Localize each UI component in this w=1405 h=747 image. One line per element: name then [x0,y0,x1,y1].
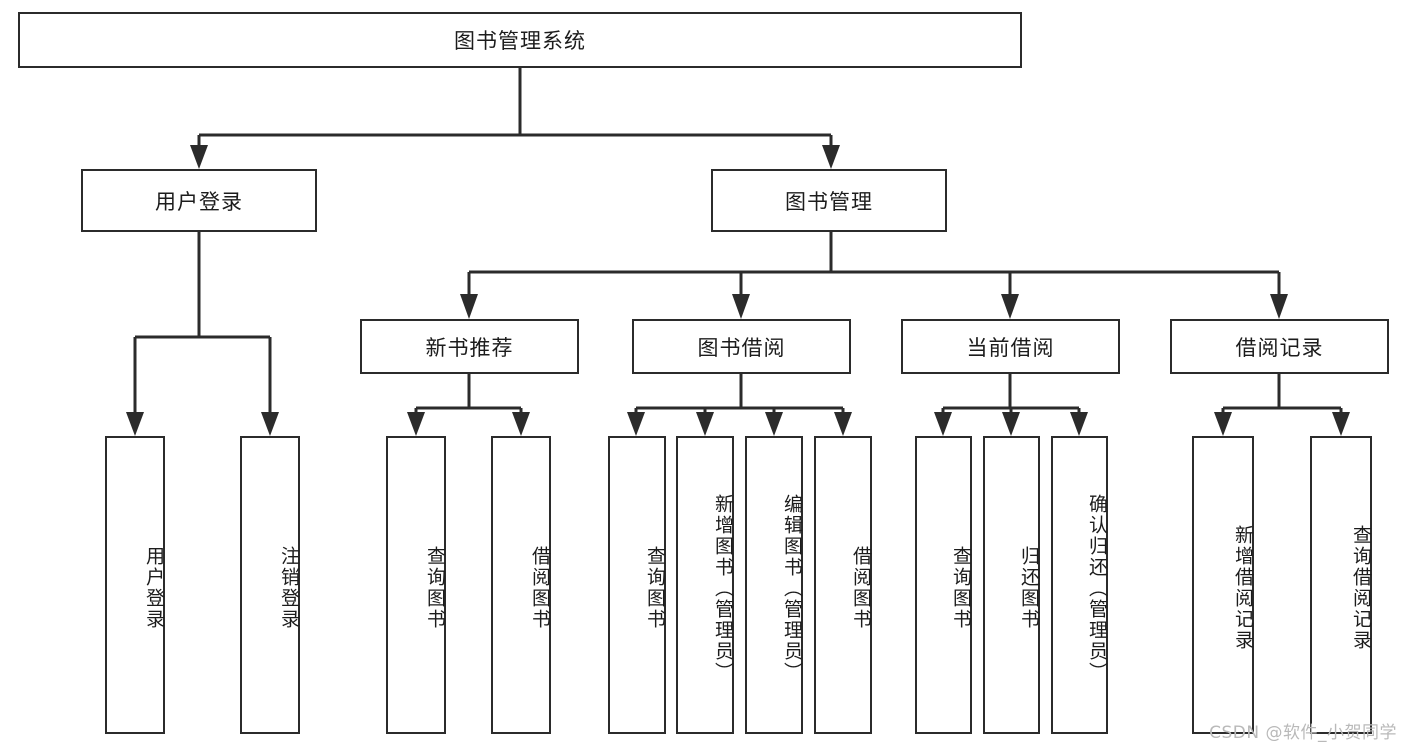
node-leaf-return-book[interactable]: 归还图书 [983,436,1040,734]
arrow-leaf-query-record [1332,412,1350,436]
node-leaf-query-record-label: 查询借阅记录 [1350,525,1372,651]
node-leaf-borrow-book-2[interactable]: 借阅图书 [814,436,872,734]
arrow-leaf-query-book-3 [934,412,952,436]
node-leaf-confirm-return[interactable]: 确认归还（管理员） [1051,436,1108,734]
arrow-new-book [460,294,478,319]
node-leaf-borrow-book-1-label: 借阅图书 [529,546,551,630]
arrow-leaf-add-book [696,412,714,436]
node-leaf-query-book-1-label: 查询图书 [424,546,446,630]
node-leaf-query-book-1[interactable]: 查询图书 [386,436,446,734]
arrow-leaf-user-login [126,412,144,436]
node-current-borrow[interactable]: 当前借阅 [901,319,1120,374]
arrow-leaf-borrow-book-1 [512,412,530,436]
node-leaf-query-book-3[interactable]: 查询图书 [915,436,972,734]
node-user-login[interactable]: 用户登录 [81,169,317,232]
arrow-leaf-edit-book [765,412,783,436]
node-borrow-record-label: 借阅记录 [1235,335,1324,360]
arrow-current-borrow [1001,294,1019,319]
node-leaf-add-record[interactable]: 新增借阅记录 [1192,436,1254,734]
node-new-book-recommend-label: 新书推荐 [425,335,514,360]
arrow-leaf-query-book-1 [407,412,425,436]
node-leaf-query-record[interactable]: 查询借阅记录 [1310,436,1372,734]
arrow-leaf-borrow-book-2 [834,412,852,436]
node-leaf-add-record-label: 新增借阅记录 [1232,525,1254,651]
node-new-book-recommend[interactable]: 新书推荐 [360,319,579,374]
node-book-borrow-label: 图书借阅 [697,335,786,360]
node-leaf-query-book-2[interactable]: 查询图书 [608,436,666,734]
node-leaf-borrow-book-1[interactable]: 借阅图书 [491,436,551,734]
arrow-leaf-add-record [1214,412,1232,436]
node-leaf-add-book-label: 新增图书（管理员） [712,493,734,683]
arrow-book-manage [822,145,840,169]
node-leaf-return-book-label: 归还图书 [1018,546,1040,630]
arrow-leaf-return-book [1002,412,1020,436]
node-user-login-label: 用户登录 [155,189,243,214]
arrow-user-login [190,145,208,169]
node-leaf-edit-book-label: 编辑图书（管理员） [781,493,803,683]
node-leaf-add-book[interactable]: 新增图书（管理员） [676,436,734,734]
node-leaf-logout-login[interactable]: 注销登录 [240,436,300,734]
node-borrow-record[interactable]: 借阅记录 [1170,319,1389,374]
node-leaf-edit-book[interactable]: 编辑图书（管理员） [745,436,803,734]
node-leaf-query-book-3-label: 查询图书 [950,546,972,630]
node-leaf-user-login-label: 用户登录 [143,546,165,630]
node-leaf-confirm-return-label: 确认归还（管理员） [1086,493,1108,683]
node-book-borrow[interactable]: 图书借阅 [632,319,851,374]
arrow-book-borrow [732,294,750,319]
node-current-borrow-label: 当前借阅 [966,335,1055,360]
node-leaf-logout-login-label: 注销登录 [278,546,300,630]
arrow-borrow-record [1270,294,1288,319]
node-root-label: 图书管理系统 [454,29,586,53]
watermark: CSDN @软件_小贺同学 [1209,723,1397,743]
node-book-manage[interactable]: 图书管理 [711,169,947,232]
node-leaf-user-login[interactable]: 用户登录 [105,436,165,734]
arrow-leaf-logout-login [261,412,279,436]
node-book-manage-label: 图书管理 [785,189,873,214]
node-root[interactable]: 图书管理系统 [18,12,1022,68]
node-leaf-query-book-2-label: 查询图书 [644,546,666,630]
node-leaf-borrow-book-2-label: 借阅图书 [850,546,872,630]
arrow-leaf-confirm-return [1070,412,1088,436]
arrow-leaf-query-book-2 [627,412,645,436]
